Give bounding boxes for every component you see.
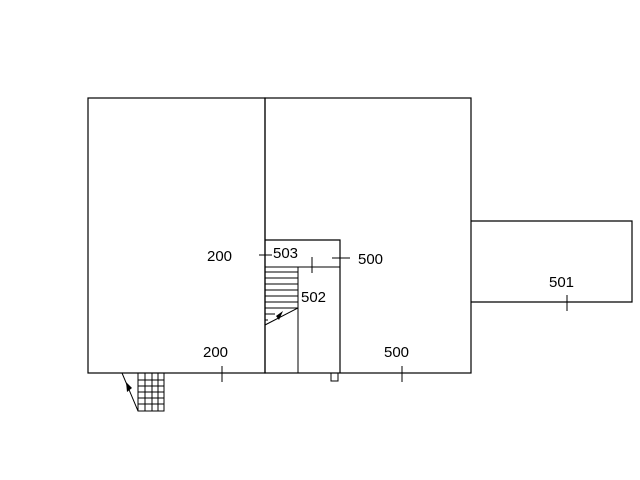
label-room-500-bottom: 500 (384, 344, 409, 361)
label-room-500-mid: 500 (358, 251, 383, 268)
door-notch (330, 373, 339, 382)
label-room-200-mid: 200 (207, 248, 232, 265)
room-503-outline[interactable] (265, 239, 341, 373)
exterior-staircase (121, 372, 165, 412)
inner-staircase (264, 267, 299, 326)
room-501-outline[interactable] (471, 220, 633, 303)
label-room-501: 501 (549, 274, 574, 291)
label-room-502: 502 (301, 289, 326, 306)
label-room-503: 503 (273, 245, 298, 262)
label-room-200-bottom: 200 (203, 344, 228, 361)
room-500-outline[interactable] (264, 97, 472, 374)
room-200-outline[interactable] (87, 97, 266, 374)
